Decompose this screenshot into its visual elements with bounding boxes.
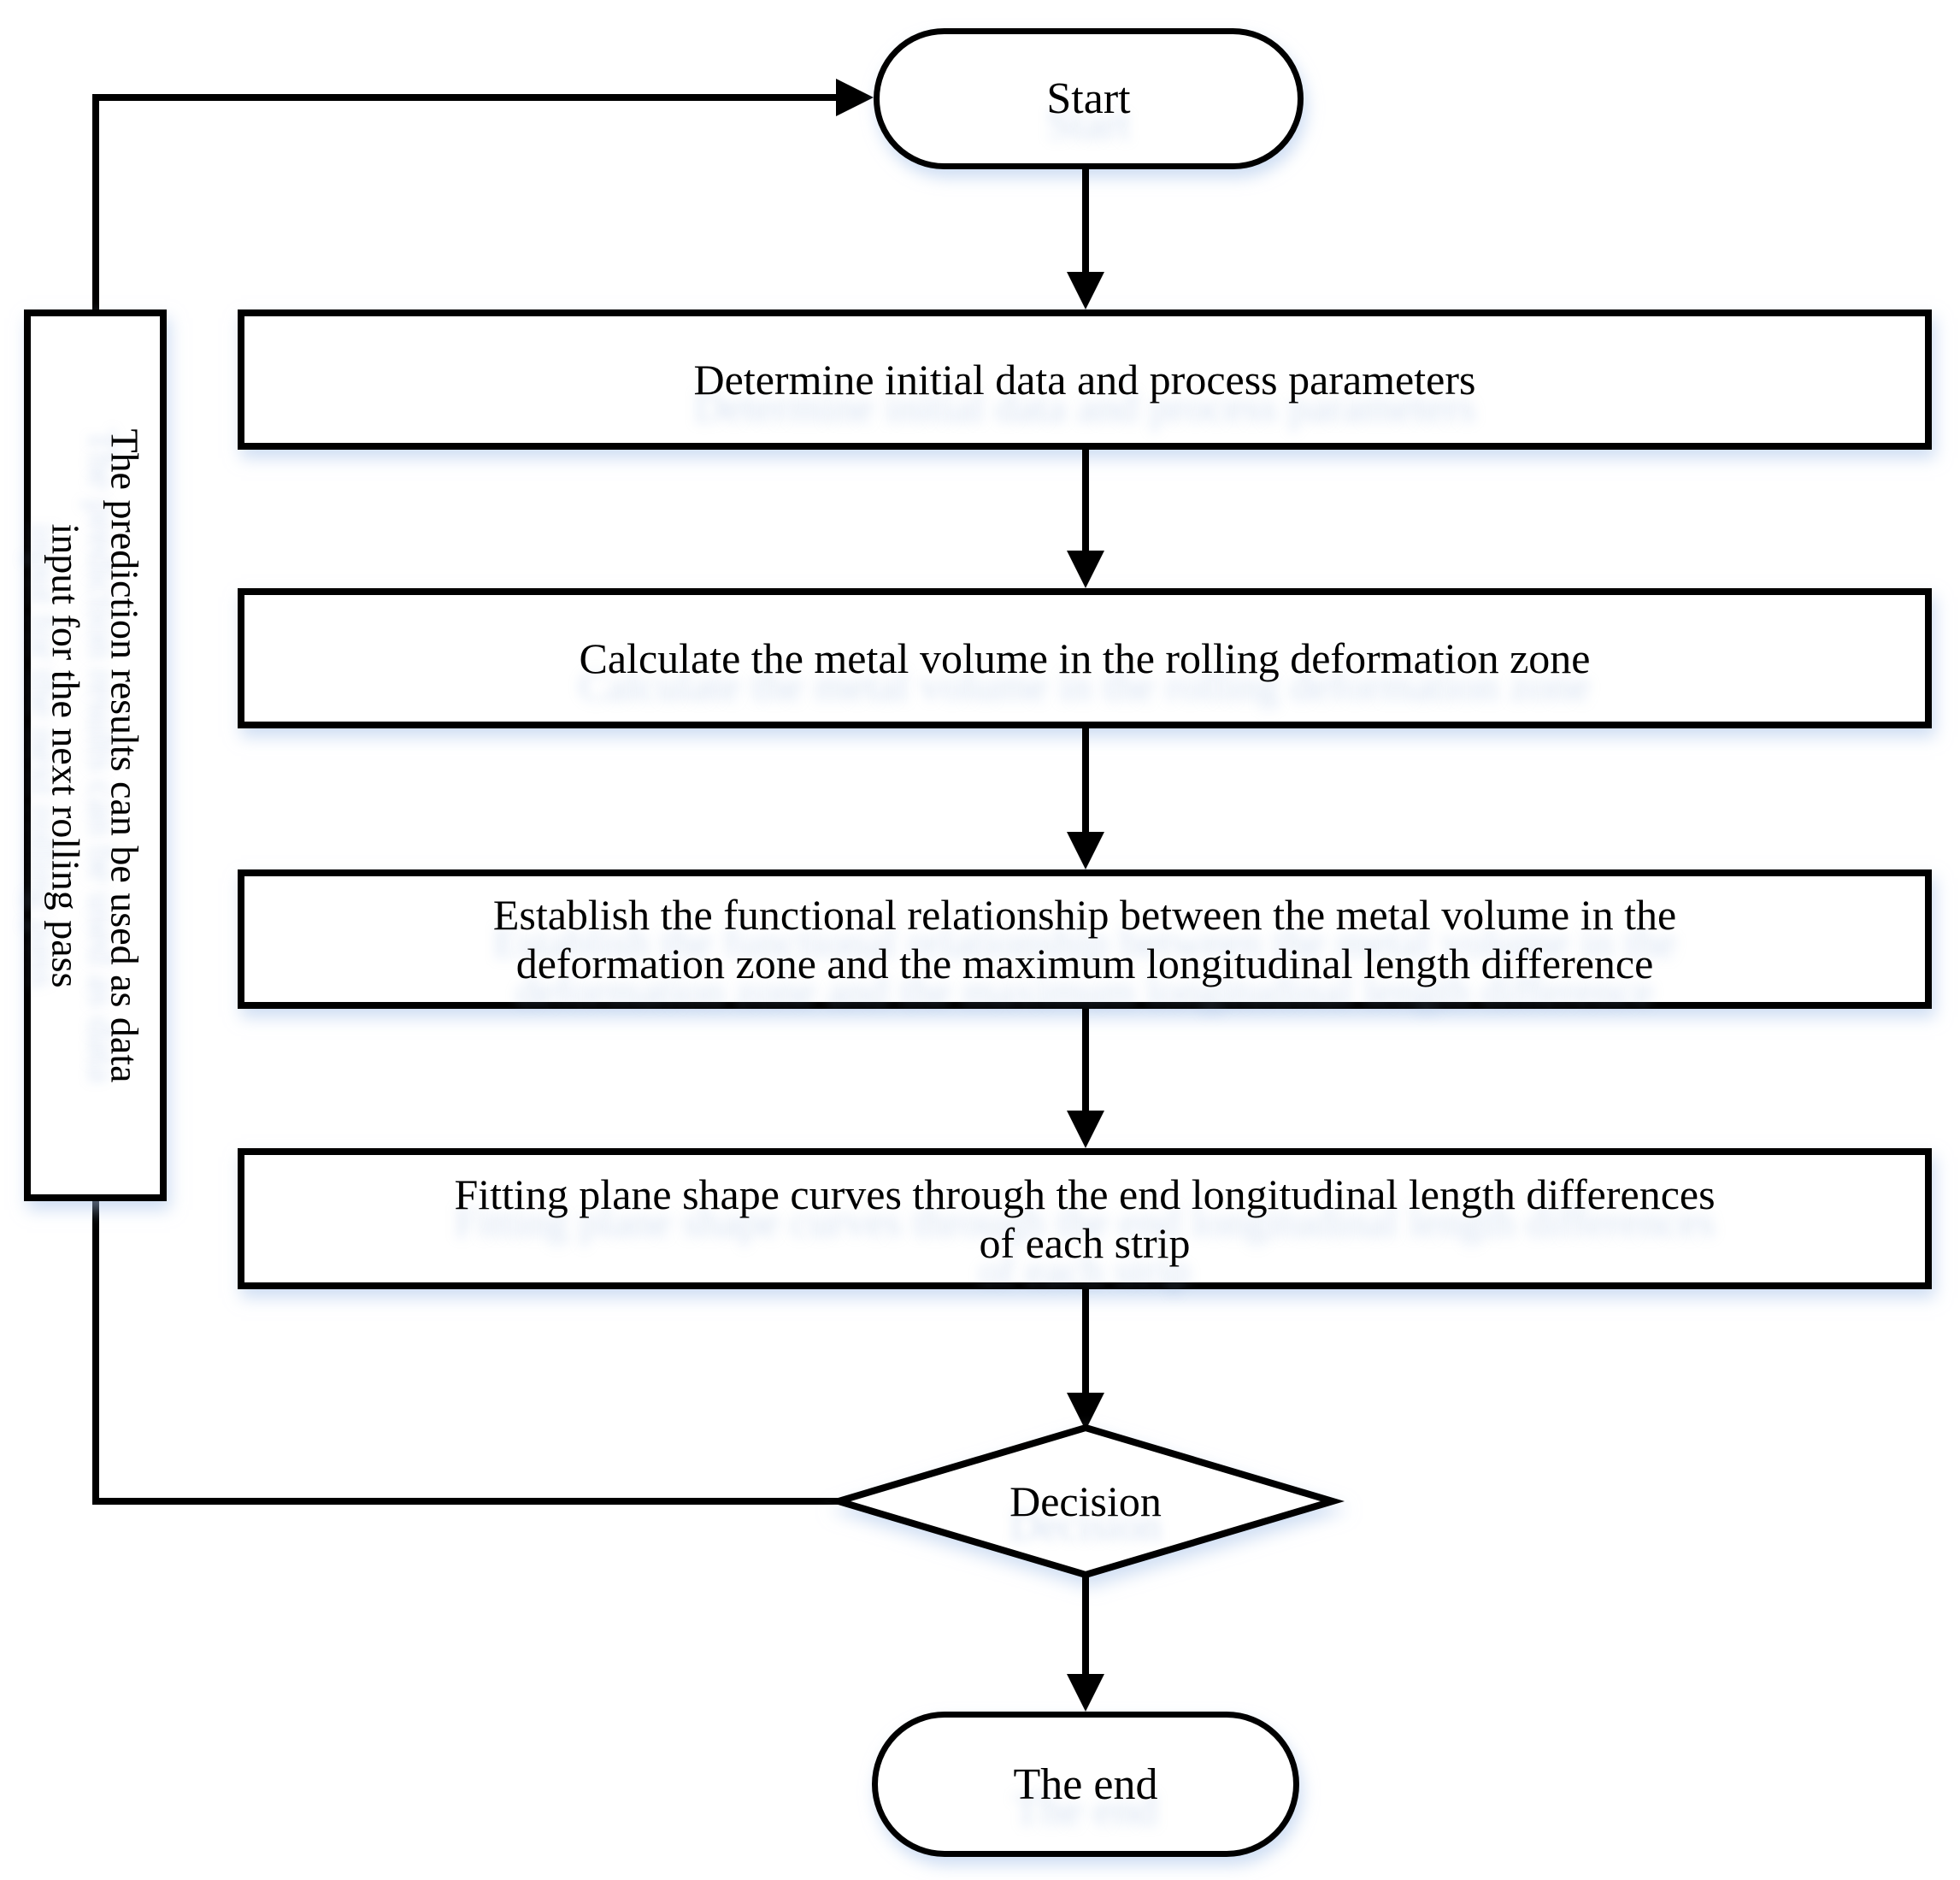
feedback-line-down [92, 1201, 99, 1505]
start-label: Start [1046, 74, 1131, 123]
connector-calculate-establish [1082, 728, 1089, 834]
feedback-line-top [92, 94, 838, 101]
decision-label: Decision [1009, 1477, 1162, 1525]
connector-fitting-decision [1082, 1289, 1089, 1394]
feedback-line-up [92, 94, 99, 309]
process-establish-line: Establish the functional relationship be… [492, 890, 1677, 939]
end-label: The end [1013, 1759, 1158, 1809]
process-establish: Establish the functional relationship be… [238, 869, 1932, 1009]
feedback-note-text: The prediction results can be used as da… [31, 316, 160, 1194]
feedback-arrowhead-into-start [836, 79, 874, 116]
end-node: The end [872, 1712, 1299, 1857]
connector-determine-calculate [1082, 450, 1089, 552]
process-calculate: Calculate the metal volume in the rollin… [238, 588, 1932, 728]
arrowhead-into-fitting [1067, 1111, 1104, 1148]
process-fitting-line: Fitting plane shape curves through the e… [454, 1170, 1716, 1218]
feedback-note-box: The prediction results can be used as da… [24, 309, 167, 1201]
arrowhead-into-decision [1067, 1393, 1104, 1430]
connector-establish-fitting [1082, 1009, 1089, 1112]
arrowhead-into-end [1067, 1674, 1104, 1712]
feedback-note-line: The prediction results can be used as da… [103, 427, 147, 1083]
feedback-line-bottom [92, 1498, 844, 1505]
process-fitting-line: of each strip [979, 1218, 1191, 1267]
process-determine-line: Determine initial data and process param… [693, 355, 1476, 404]
start-node: Start [874, 28, 1304, 169]
process-establish-line: deformation zone and the maximum longitu… [515, 939, 1654, 987]
process-determine: Determine initial data and process param… [238, 309, 1932, 450]
arrowhead-into-determine [1067, 272, 1104, 309]
arrowhead-into-calculate [1067, 551, 1104, 588]
arrowhead-into-establish [1067, 832, 1104, 869]
connector-start-determine [1082, 169, 1089, 274]
process-calculate-line: Calculate the metal volume in the rollin… [579, 634, 1591, 682]
process-fitting: Fitting plane shape curves through the e… [238, 1148, 1932, 1289]
decision-node: Decision [826, 1423, 1345, 1580]
feedback-note-line: input for the next rolling pass [44, 523, 88, 987]
connector-decision-end [1082, 1573, 1089, 1676]
